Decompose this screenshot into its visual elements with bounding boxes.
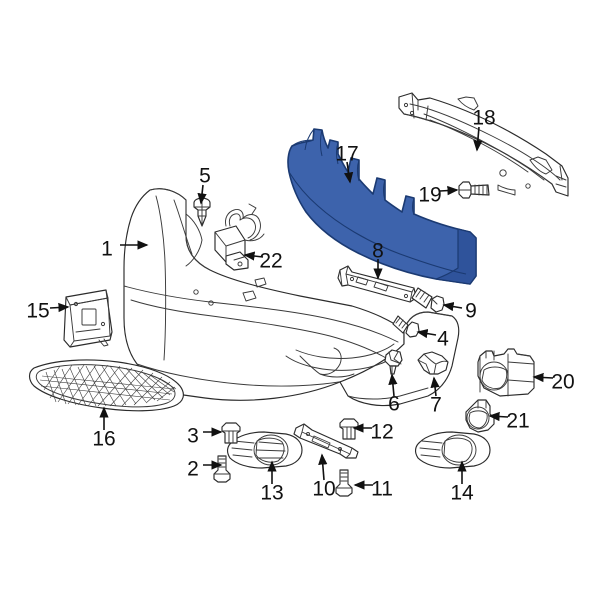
callout-label-bolt-bracket-small[interactable]: 4 [437, 328, 449, 351]
part-lower-side-bracket[interactable] [293, 423, 359, 459]
callout-leader-lines [49, 126, 554, 490]
callout-label-clip-cover-retainer[interactable]: 5 [199, 165, 211, 188]
callout-label-lower-side-bracket[interactable]: 10 [312, 478, 335, 501]
callout-label-bolt-reinforcement[interactable]: 9 [465, 300, 477, 323]
callout-arrow-bumper-reinforcement-bar [473, 126, 483, 152]
callout-label-bumper-cover[interactable]: 1 [101, 238, 113, 261]
callout-label-clip-side-bracket[interactable]: 12 [370, 421, 393, 444]
grille-mesh-pattern [39, 364, 177, 407]
part-bolt-bracket-small[interactable] [392, 315, 420, 338]
callout-label-distance-sensor-module[interactable]: 22 [259, 250, 282, 273]
part-fog-lamp-bezel-left[interactable] [226, 431, 303, 469]
callout-label-bolt-side-bracket[interactable]: 11 [371, 478, 393, 501]
part-clip-side-bracket[interactable] [339, 418, 359, 440]
part-lower-mesh-grille[interactable] [28, 359, 184, 412]
callout-label-fog-lamp-bezel-right[interactable]: 14 [450, 482, 474, 505]
callout-label-fog-lamp-bezel-left[interactable]: 13 [260, 482, 283, 505]
part-bolt-lower-cover[interactable] [213, 455, 231, 483]
callout-label-bumper-reinforcement-bar[interactable]: 18 [472, 107, 495, 130]
callout-label-clip-retainer-upper[interactable]: 3 [187, 425, 199, 448]
part-parking-sensor[interactable] [477, 348, 535, 397]
callout-arrow-bolt-reinforcement [442, 302, 463, 312]
callout-label-lower-mesh-grille[interactable]: 16 [92, 428, 115, 451]
callout-arrow-sensor-retainer-clip [388, 373, 398, 397]
callout-label-bolt-lower-cover[interactable]: 2 [187, 458, 199, 481]
callout-label-sensor-retainer-clip[interactable]: 6 [388, 393, 400, 416]
part-parking-sensor-retainer[interactable] [465, 399, 495, 433]
part-upper-retainer-bracket[interactable] [337, 265, 417, 303]
callout-arrow-parking-sensor [532, 372, 554, 383]
callout-arrow-distance-sensor-module [243, 251, 264, 261]
part-license-plate-bracket[interactable] [63, 289, 113, 348]
callout-label-energy-absorber[interactable]: 17 [335, 143, 358, 166]
callout-label-washer-nozzle[interactable]: 7 [430, 394, 442, 417]
callout-arrow-parking-sensor-retainer [488, 411, 509, 422]
part-fog-lamp-bezel-right[interactable] [414, 431, 491, 469]
callout-label-upper-retainer-bracket[interactable]: 8 [372, 240, 384, 263]
callout-arrow-lower-side-bracket [318, 453, 328, 481]
part-bolt-side-bracket[interactable] [335, 469, 353, 497]
part-clip-cover-retainer[interactable] [193, 197, 211, 227]
callout-arrow-energy-absorber [343, 161, 354, 184]
callout-arrow-clip-cover-retainer [197, 184, 207, 205]
callout-label-bolt-impact-bar[interactable]: 19 [418, 184, 441, 207]
part-distance-sensor-module[interactable] [214, 203, 265, 271]
callout-arrow-bolt-impact-bar [439, 185, 459, 196]
callout-label-license-plate-bracket[interactable]: 15 [26, 300, 49, 323]
part-washer-nozzle[interactable] [417, 351, 449, 375]
part-bolt-impact-bar[interactable] [458, 181, 490, 199]
part-energy-absorber-highlighted[interactable] [287, 128, 477, 285]
callout-arrow-license-plate-bracket [49, 302, 70, 313]
callout-label-parking-sensor[interactable]: 20 [551, 371, 574, 394]
callout-arrow-bolt-bracket-small [416, 329, 437, 339]
callout-arrow-washer-nozzle [430, 376, 440, 397]
part-bolt-reinforcement[interactable] [411, 287, 445, 313]
callout-label-parking-sensor-retainer[interactable]: 21 [506, 410, 529, 433]
part-clip-retainer-upper[interactable] [221, 422, 241, 444]
